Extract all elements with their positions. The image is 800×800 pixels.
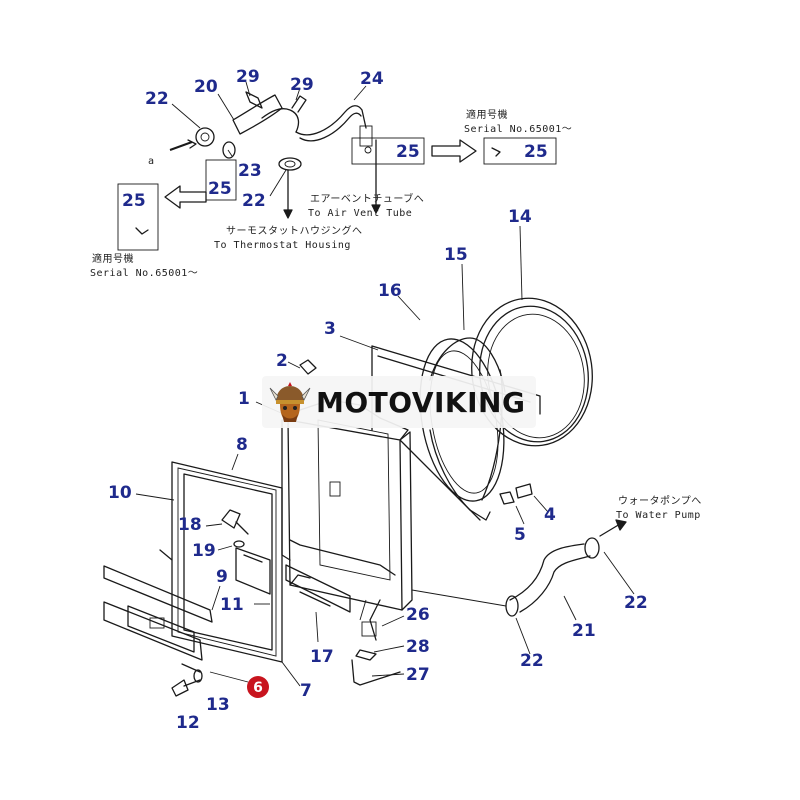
air-vent-piping bbox=[169, 91, 381, 219]
callout-23: 23 bbox=[238, 161, 262, 181]
note-airvent-en: To Air Vent Tube bbox=[308, 208, 412, 219]
callout-14: 14 bbox=[508, 207, 532, 227]
callout-25: 25 bbox=[208, 179, 232, 199]
callout-9: 9 bbox=[216, 567, 228, 587]
callout-7: 7 bbox=[300, 681, 312, 701]
callout-6: 6 bbox=[253, 680, 263, 696]
fan-ring bbox=[471, 297, 593, 447]
callout-25: 25 bbox=[524, 142, 548, 162]
callout-18: 18 bbox=[178, 515, 202, 535]
note-serial-en-left: Serial No.65001～ bbox=[90, 268, 198, 279]
lower-brackets bbox=[103, 547, 351, 673]
callout-8: 8 bbox=[236, 435, 248, 455]
note-waterpump-jp: ウォータポンプへ bbox=[618, 495, 702, 507]
callout-27: 27 bbox=[406, 665, 430, 685]
callout-16: 16 bbox=[378, 281, 402, 301]
callout-21: 21 bbox=[572, 621, 596, 641]
callout-12: 12 bbox=[176, 713, 200, 733]
callout-1: 1 bbox=[238, 389, 250, 409]
callout-2: 2 bbox=[276, 351, 288, 371]
callout-22: 22 bbox=[624, 593, 648, 613]
serial-arrows bbox=[164, 139, 477, 209]
callout-22: 22 bbox=[242, 191, 266, 211]
highlighted-callout-6: 6 bbox=[247, 676, 269, 698]
callout-15: 15 bbox=[444, 245, 468, 265]
callout-19: 19 bbox=[192, 541, 216, 561]
callout-29: 29 bbox=[290, 75, 314, 95]
note-thermostat-jp: サーモスタットハウジングへ bbox=[226, 224, 363, 237]
brand-name: MOTOVIKING bbox=[316, 385, 526, 419]
note-serial-en-right: Serial No.65001～ bbox=[464, 124, 572, 135]
brand-watermark: MOTOVIKING bbox=[262, 376, 536, 428]
callout-28: 28 bbox=[406, 637, 430, 657]
callout-11: 11 bbox=[220, 595, 244, 615]
radiator-core bbox=[281, 359, 413, 686]
callout-labels: 22 20 29 29 24 23 25 22 25 25 25 14 15 1… bbox=[108, 67, 648, 733]
water-hose bbox=[411, 519, 627, 617]
callout-29: 29 bbox=[236, 67, 260, 87]
callout-17: 17 bbox=[310, 647, 334, 667]
callout-4: 4 bbox=[544, 505, 556, 525]
callout-26: 26 bbox=[406, 605, 430, 625]
note-small-a: a bbox=[148, 156, 155, 167]
annotation-notes: a 適用号機 Serial No.65001～ 適用号機 Serial No.6… bbox=[90, 108, 702, 521]
note-airvent-jp: エアーベントチューブへ bbox=[310, 192, 424, 205]
callout-22: 22 bbox=[520, 651, 544, 671]
callout-3: 3 bbox=[324, 319, 336, 339]
note-serial-jp-left: 適用号機 bbox=[92, 252, 134, 265]
bolts bbox=[171, 483, 533, 697]
viking-helmet-logo-icon bbox=[269, 382, 311, 422]
callout-10: 10 bbox=[108, 483, 132, 503]
callout-22: 22 bbox=[145, 89, 169, 109]
note-serial-jp-right: 適用号機 bbox=[466, 108, 508, 121]
callout-25: 25 bbox=[396, 142, 420, 162]
callout-13: 13 bbox=[206, 695, 230, 715]
part-25-boxes bbox=[117, 137, 557, 251]
note-waterpump-en: To Water Pump bbox=[616, 510, 701, 521]
callout-5: 5 bbox=[514, 525, 526, 545]
callout-25: 25 bbox=[122, 191, 146, 211]
callout-20: 20 bbox=[194, 77, 218, 97]
note-thermostat-en: To Thermostat Housing bbox=[214, 240, 351, 251]
callout-24: 24 bbox=[360, 69, 384, 89]
